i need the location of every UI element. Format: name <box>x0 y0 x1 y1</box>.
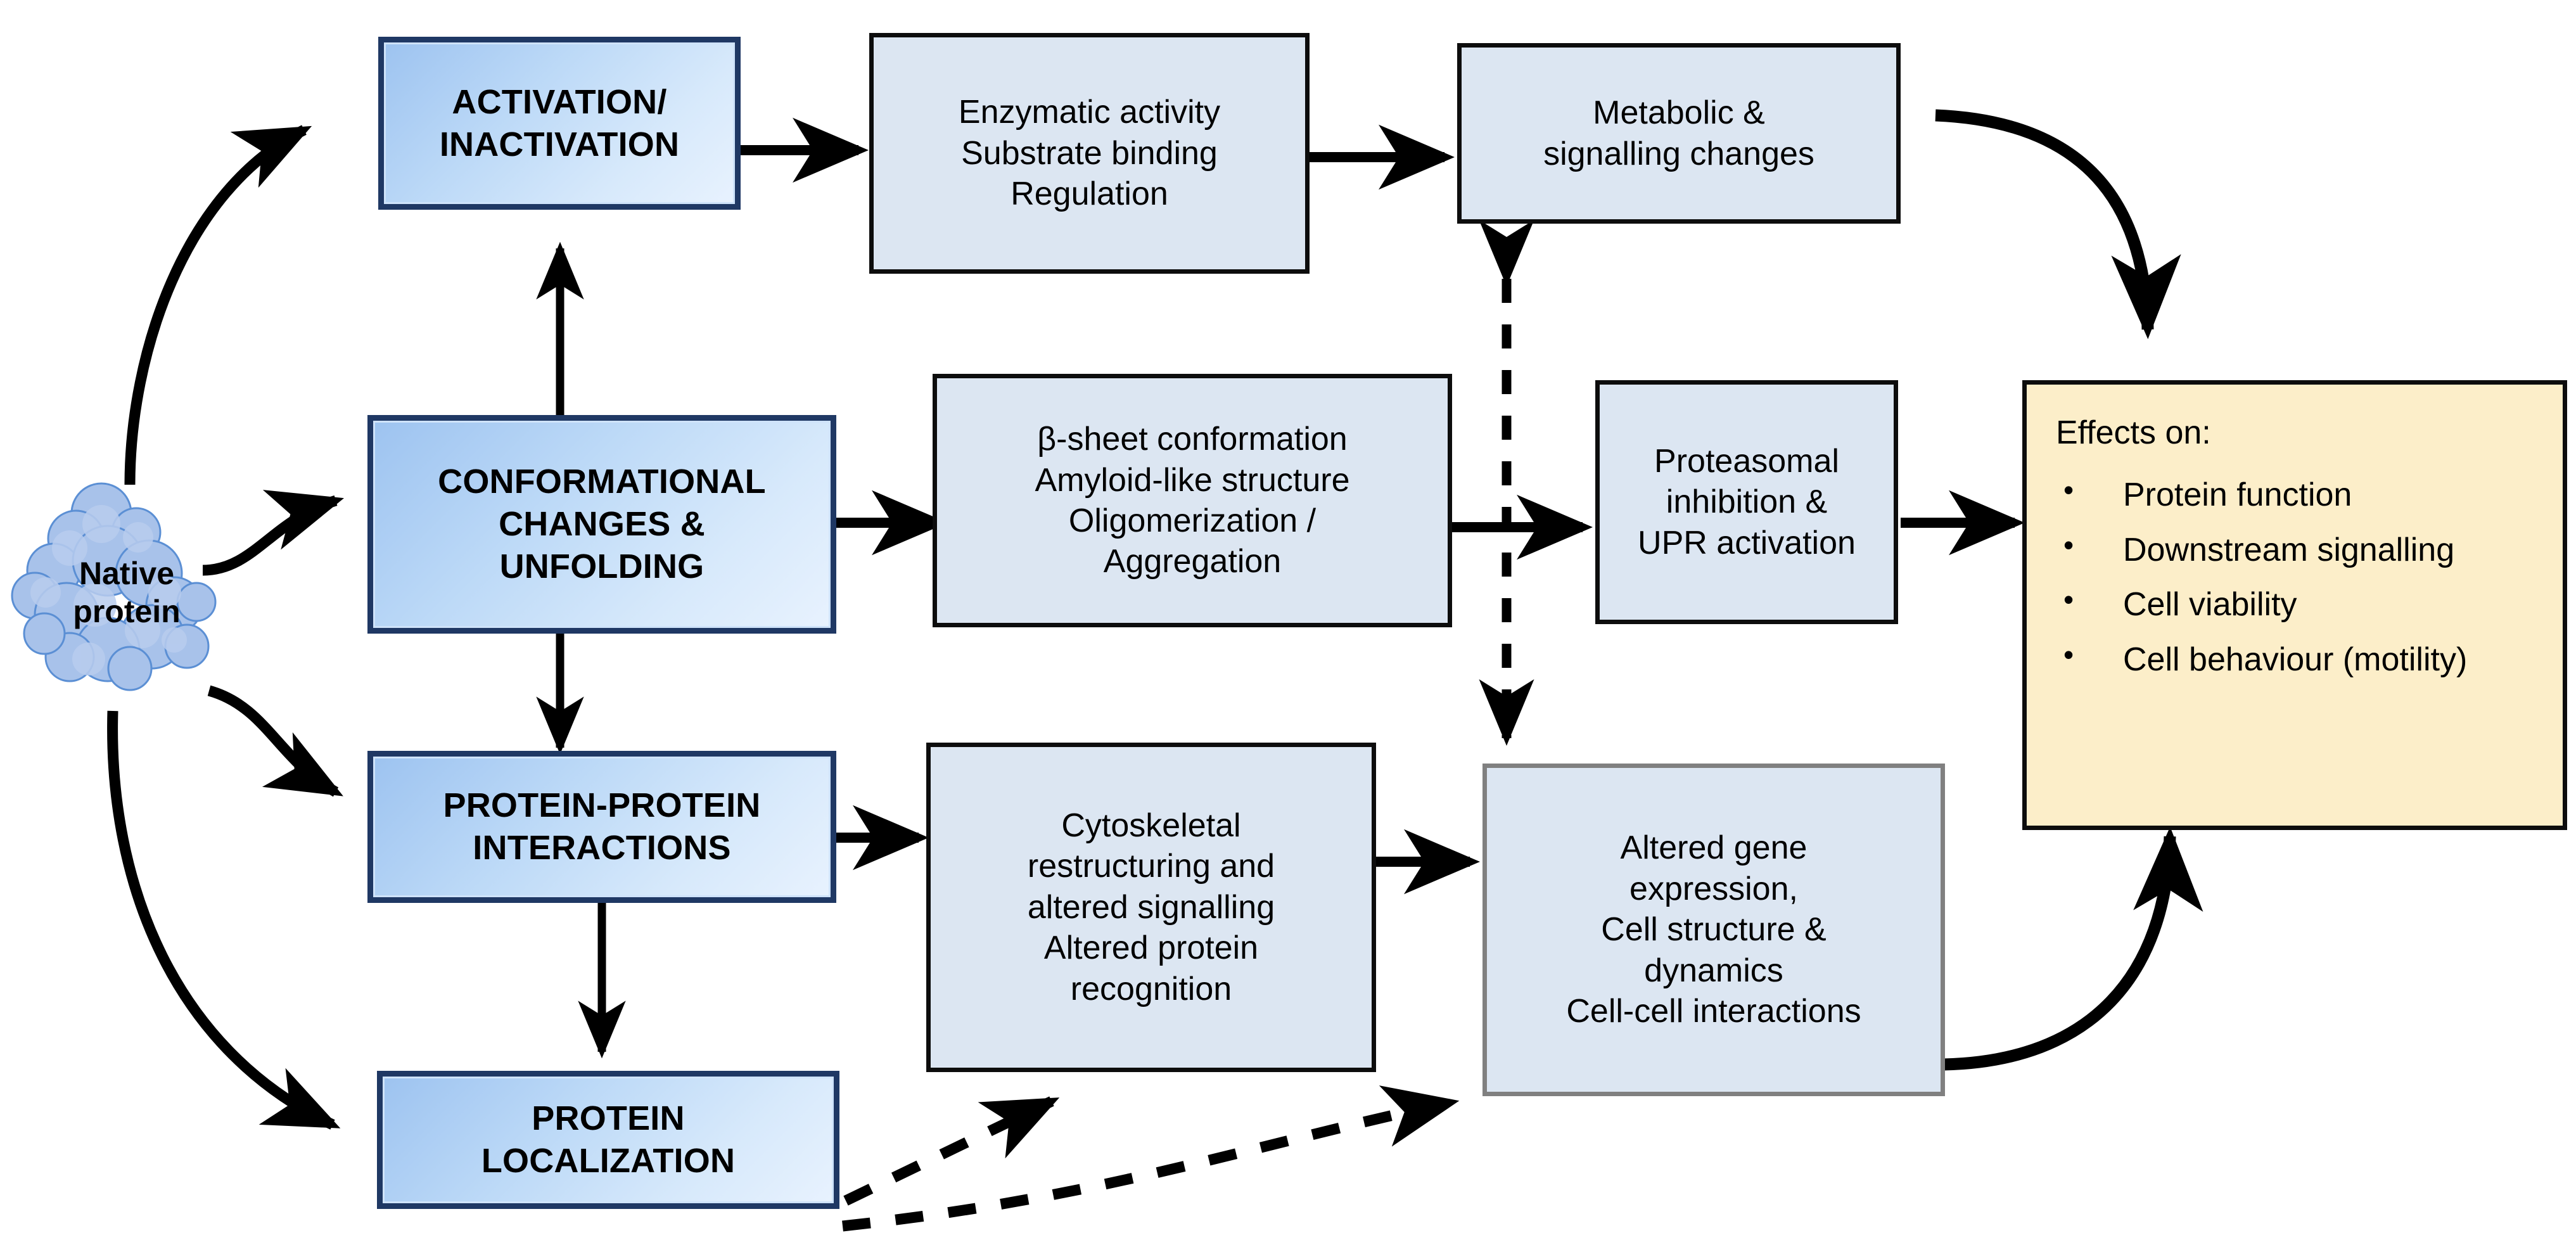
stage-protein-localization[interactable]: PROTEIN LOCALIZATION <box>377 1071 839 1209</box>
stage-protein-protein-interactions[interactable]: PROTEIN-PROTEIN INTERACTIONS <box>367 751 836 903</box>
consequence-geneexpr-line-5: Cell-cell interactions <box>1566 993 1861 1030</box>
detail-beta-sheet-conformation[interactable]: β-sheet conformation Amyloid-like struct… <box>933 374 1452 627</box>
consequence-metabolic-signalling[interactable]: Metabolic & signalling changes <box>1457 43 1901 224</box>
detail-cytoskeletal-line-4: Altered protein <box>1043 930 1259 967</box>
consequence-geneexpr-line-2: expression, <box>1629 870 1798 907</box>
detail-betasheet-line-2: Amyloid-like structure <box>1035 461 1350 499</box>
consequence-metabolic-line-1: Metabolic & <box>1593 94 1765 132</box>
detail-cytoskeletal-line-2: restructuring and <box>1027 848 1275 885</box>
consequence-geneexpr-line-4: dynamics <box>1644 952 1783 989</box>
detail-enzymatic-line-1: Enzymatic activity <box>958 94 1221 131</box>
stage-conformational-line-2: CHANGES & <box>499 505 705 544</box>
detail-cytoskeletal-line-3: altered signalling <box>1027 888 1275 926</box>
stage-activation-line-1: ACTIVATION/ <box>452 82 667 121</box>
detail-cytoskeletal-line-5: recognition <box>1070 970 1232 1007</box>
outcome-list-item: Protein function <box>2052 472 2537 515</box>
consequence-proteasomal-line-2: inhibition & <box>1666 483 1828 521</box>
stage-localization-line-1: PROTEIN <box>532 1099 685 1138</box>
outcome-list-item: Cell viability <box>2052 582 2537 625</box>
consequence-proteasomal-line-3: UPR activation <box>1638 524 1856 561</box>
consequence-altered-gene-expression[interactable]: Altered gene expression, Cell structure … <box>1482 764 1945 1096</box>
outcome-list-item: Cell behaviour (motility) <box>2052 637 2537 680</box>
consequence-proteasomal-line-1: Proteasomal <box>1654 442 1839 480</box>
detail-betasheet-line-4: Aggregation <box>1103 543 1282 580</box>
protein-blob-icon <box>11 482 217 691</box>
stage-conformational-line-1: CONFORMATIONAL <box>438 463 766 501</box>
detail-betasheet-line-1: β-sheet conformation <box>1037 421 1348 458</box>
detail-betasheet-line-3: Oligomerization / <box>1068 502 1317 539</box>
native-protein-node: Native protein <box>6 478 247 706</box>
stage-activation-inactivation[interactable]: ACTIVATION/ INACTIVATION <box>378 37 741 210</box>
detail-enzymatic-activity[interactable]: Enzymatic activity Substrate binding Reg… <box>869 33 1310 274</box>
outcome-list-item: Downstream signalling <box>2052 527 2537 570</box>
outcome-effects-box[interactable]: Effects on: Protein function Downstream … <box>2022 380 2567 830</box>
stage-localization-line-2: LOCALIZATION <box>481 1142 736 1180</box>
detail-enzymatic-line-2: Substrate binding <box>961 134 1218 172</box>
edge-protein-to-activation <box>124 125 312 485</box>
consequence-geneexpr-line-1: Altered gene <box>1620 829 1808 867</box>
consequence-proteasomal-inhibition[interactable]: Proteasomal inhibition & UPR activation <box>1595 380 1898 624</box>
outcome-lead-label: Effects on: <box>2056 414 2211 451</box>
edge-localization-to-geneexpression-dashed <box>842 1085 1460 1232</box>
edge-localization-to-cytoskeletal-dashed <box>843 1096 1060 1206</box>
stage-conformational-line-3: UNFOLDING <box>499 547 705 585</box>
stage-interactions-line-2: INTERACTIONS <box>473 829 731 867</box>
stage-activation-line-2: INACTIVATION <box>439 125 680 163</box>
detail-cytoskeletal-line-1: Cytoskeletal <box>1061 807 1241 844</box>
edge-protein-to-localization <box>107 710 341 1130</box>
stage-conformational-changes[interactable]: CONFORMATIONAL CHANGES & UNFOLDING <box>367 415 836 634</box>
edge-metabolic-to-effects <box>1935 109 2181 340</box>
edge-geneexpression-to-effects <box>1943 826 2203 1071</box>
consequence-geneexpr-line-3: Cell structure & <box>1601 911 1827 949</box>
consequence-metabolic-line-2: signalling changes <box>1543 135 1814 172</box>
detail-enzymatic-line-3: Regulation <box>1011 176 1168 213</box>
outcome-effects-list: Protein function Downstream signalling C… <box>2052 472 2537 694</box>
stage-interactions-line-1: PROTEIN-PROTEIN <box>443 786 761 825</box>
detail-cytoskeletal-restructuring[interactable]: Cytoskeletal restructuring and altered s… <box>926 743 1376 1072</box>
